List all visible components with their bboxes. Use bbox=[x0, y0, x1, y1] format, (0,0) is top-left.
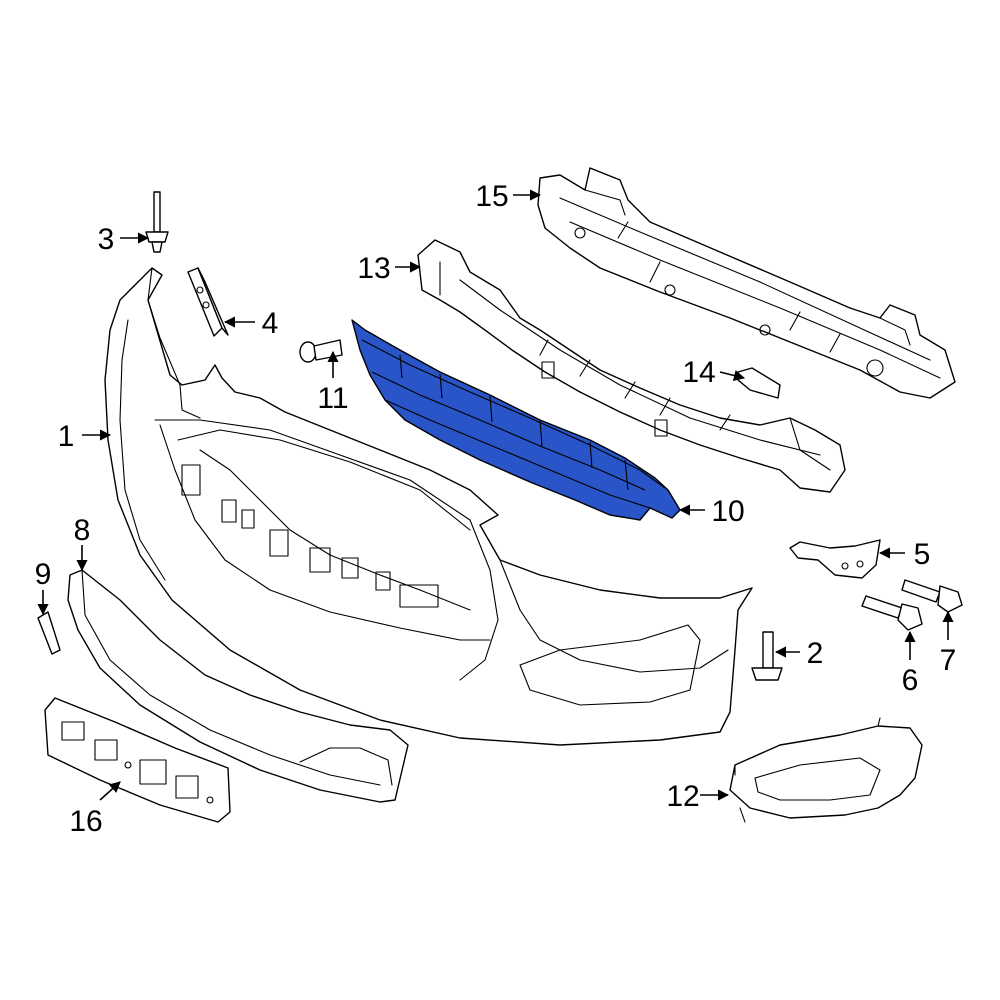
callout-11: 11 bbox=[317, 382, 348, 415]
part-10-lower-grille[interactable] bbox=[351, 319, 681, 521]
part-6-bolt[interactable] bbox=[861, 595, 923, 631]
part-4-bracket[interactable] bbox=[187, 267, 229, 337]
callout-15: 15 bbox=[475, 180, 508, 213]
callout-2: 2 bbox=[807, 637, 824, 670]
callout-16: 16 bbox=[69, 805, 102, 838]
callout-4: 4 bbox=[262, 307, 279, 340]
part-7-bolt[interactable] bbox=[901, 579, 963, 613]
callout-14: 14 bbox=[682, 356, 715, 389]
part-12-fog-lamp-bezel[interactable] bbox=[729, 717, 923, 823]
part-3-stud[interactable] bbox=[145, 191, 169, 253]
part-2-bolt[interactable] bbox=[751, 631, 783, 681]
callout-12: 12 bbox=[666, 780, 699, 813]
callout-5: 5 bbox=[914, 538, 931, 571]
callout-6: 6 bbox=[902, 664, 919, 697]
callout-labels: 1 2 3 4 5 6 7 8 9 10 11 12 13 14 15 16 bbox=[35, 180, 957, 838]
part-15-reinforcement-bar[interactable] bbox=[537, 167, 956, 399]
callout-1: 1 bbox=[58, 420, 75, 453]
part-1-bumper-cover[interactable] bbox=[104, 267, 753, 746]
leader-lines bbox=[37, 189, 954, 801]
part-14-bracket[interactable] bbox=[737, 367, 781, 399]
callout-3: 3 bbox=[98, 223, 115, 256]
callout-8: 8 bbox=[74, 514, 91, 547]
part-9-clip[interactable] bbox=[37, 611, 61, 655]
part-8-lower-valance[interactable] bbox=[67, 569, 409, 803]
part-13-energy-absorber[interactable] bbox=[417, 239, 846, 493]
part-5-bracket[interactable] bbox=[789, 539, 881, 579]
part-11-push-pin[interactable] bbox=[299, 339, 343, 363]
callout-9: 9 bbox=[35, 558, 52, 591]
callout-10: 10 bbox=[711, 495, 744, 528]
callout-7: 7 bbox=[940, 644, 957, 677]
part-16-plate-bracket[interactable] bbox=[44, 697, 231, 823]
callout-13: 13 bbox=[357, 252, 390, 285]
